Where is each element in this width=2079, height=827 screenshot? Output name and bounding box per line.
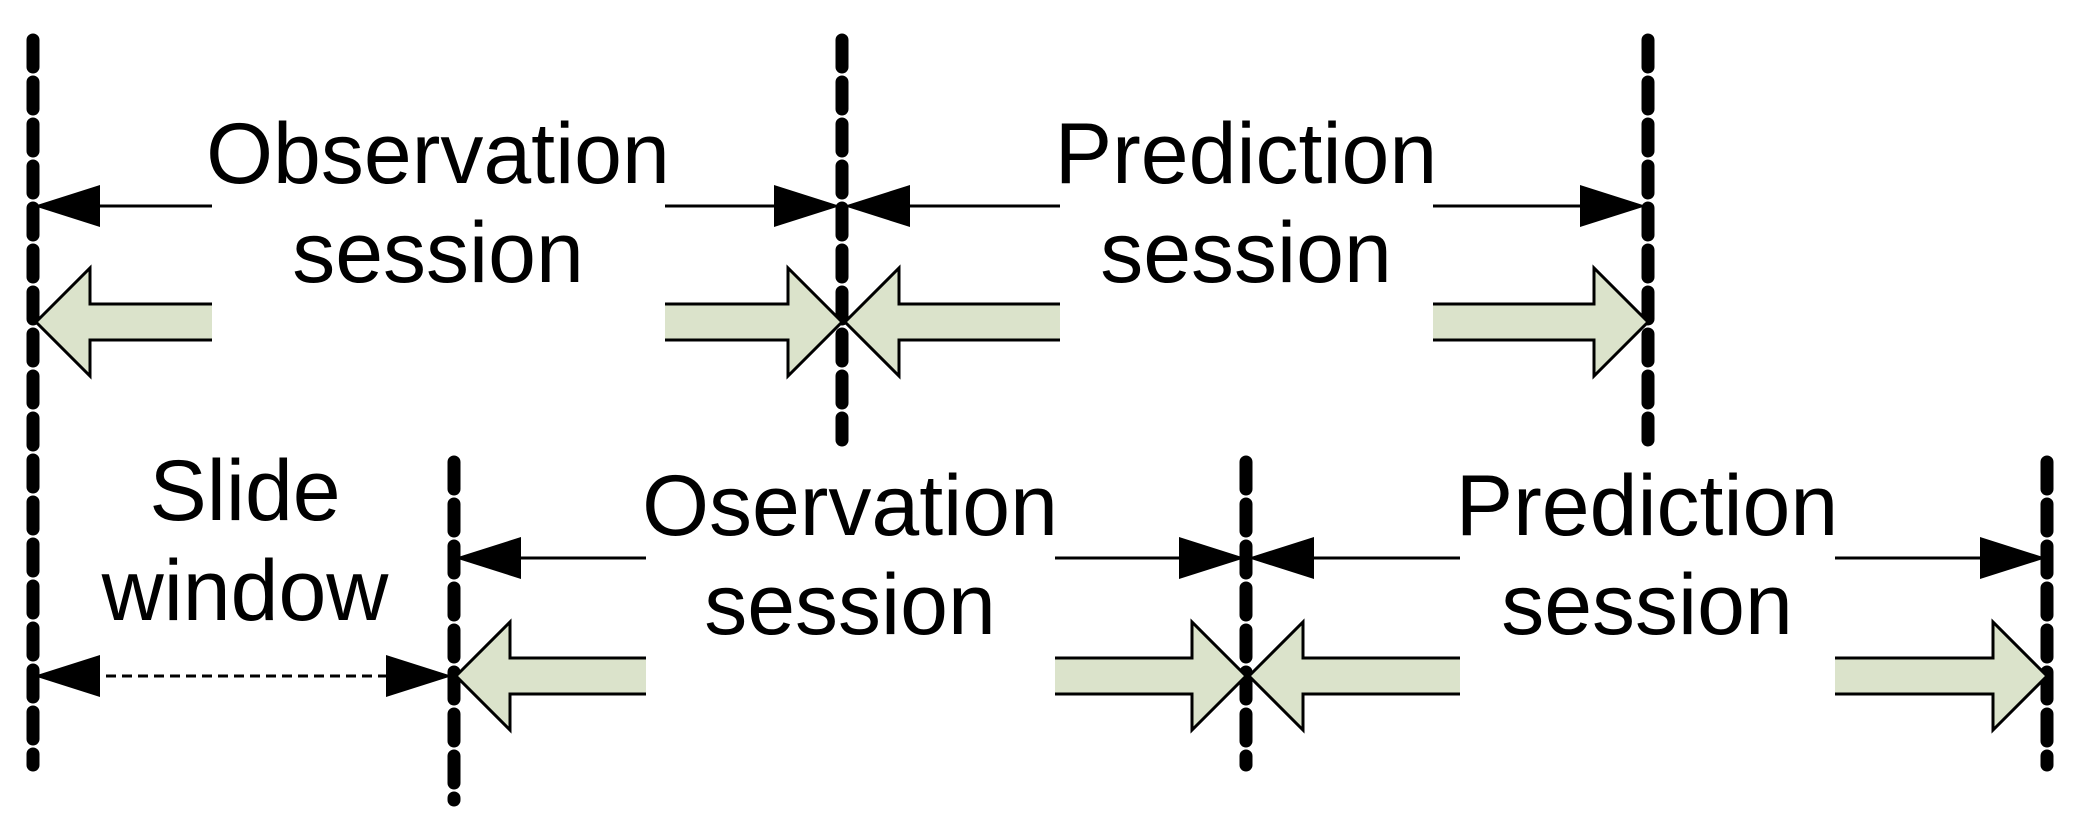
arrowhead-left-icon [34,655,100,697]
arrowhead-left-icon [455,537,521,579]
arrowhead-left-icon [844,185,910,227]
arrowhead-right-icon [1179,537,1245,579]
row2-prediction-label-line2: session [1501,557,1793,653]
row2-prediction-label-line1: Prediction [1456,458,1838,554]
row1-observation-label-line2: session [292,205,584,301]
arrowhead-right-icon [386,655,452,697]
arrowhead-right-icon [774,185,840,227]
row2-observation-label-line2: session [704,557,996,653]
label-backgrounds [212,110,1835,712]
slide-window-label-line2: window [101,543,390,639]
row2-observation-label-line1: Oservation [642,458,1058,554]
row1-observation-label-line1: Observation [206,106,670,202]
dimension-arrowheads [34,185,2046,697]
row1-prediction-label-line1: Prediction [1055,106,1437,202]
labels: Observation session Prediction session S… [101,106,1839,653]
arrowhead-right-icon [1980,537,2046,579]
row1-prediction-label-line2: session [1100,205,1392,301]
boundary-lines [26,33,2054,807]
arrowhead-left-icon [1248,537,1314,579]
arrowhead-left-icon [34,185,100,227]
arrowhead-right-icon [1580,185,1646,227]
dimension-lines [90,204,1986,678]
slide-window-label-line1: Slide [149,443,340,539]
